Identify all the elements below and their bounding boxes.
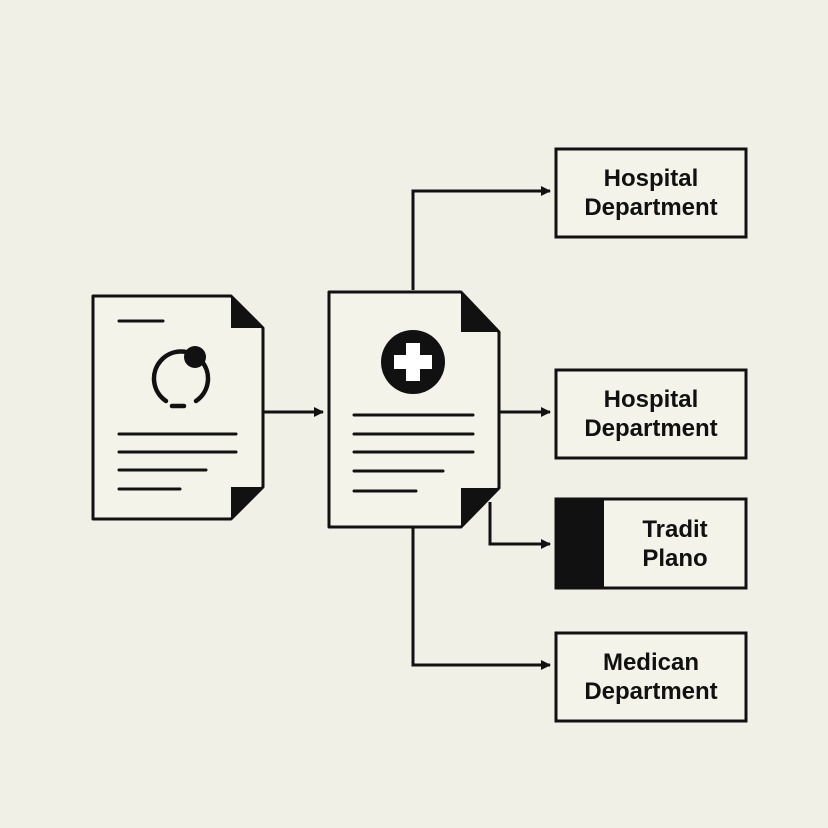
destination-box-3-label: Tradit Plano [604, 499, 746, 588]
medical-document-fold-bottom [461, 488, 499, 527]
connector-to-box-4 [411, 528, 551, 670]
person-document-icon [151, 346, 211, 409]
medical-document-fold-top [461, 292, 499, 332]
box-3-line-1: Tradit [642, 515, 708, 543]
destination-box-4 [554, 631, 748, 723]
destination-box-1 [554, 147, 748, 239]
medical-document [327, 290, 501, 529]
medical-cross-document-icon [381, 330, 445, 394]
destination-box-3-side-bar [556, 499, 604, 588]
destination-box-1-label: Hospital Department [556, 149, 746, 237]
box-3-line-2: Plano [642, 544, 708, 572]
source-document-fold-bottom [231, 487, 263, 519]
box-1-line-2: Department [584, 194, 718, 221]
box-4-line-2: Department [584, 678, 718, 705]
medical-document-text-lines [352, 413, 475, 493]
box-2-line-2: Department [584, 415, 718, 442]
box-2-line-1: Hospital [603, 386, 699, 413]
destination-box-2 [554, 368, 748, 460]
source-document-text-lines [117, 432, 238, 491]
box-1-line-1: Hospital [603, 165, 699, 192]
source-document-fold-top [231, 296, 263, 328]
connector-to-box-1 [411, 186, 551, 290]
destination-box-2-label: Hospital Department [556, 370, 746, 458]
box-4-line-1: Medican [602, 649, 699, 676]
destination-box-4-label: Medican Department [556, 633, 746, 721]
connector-to-box-3 [488, 502, 551, 549]
source-document [91, 294, 265, 521]
